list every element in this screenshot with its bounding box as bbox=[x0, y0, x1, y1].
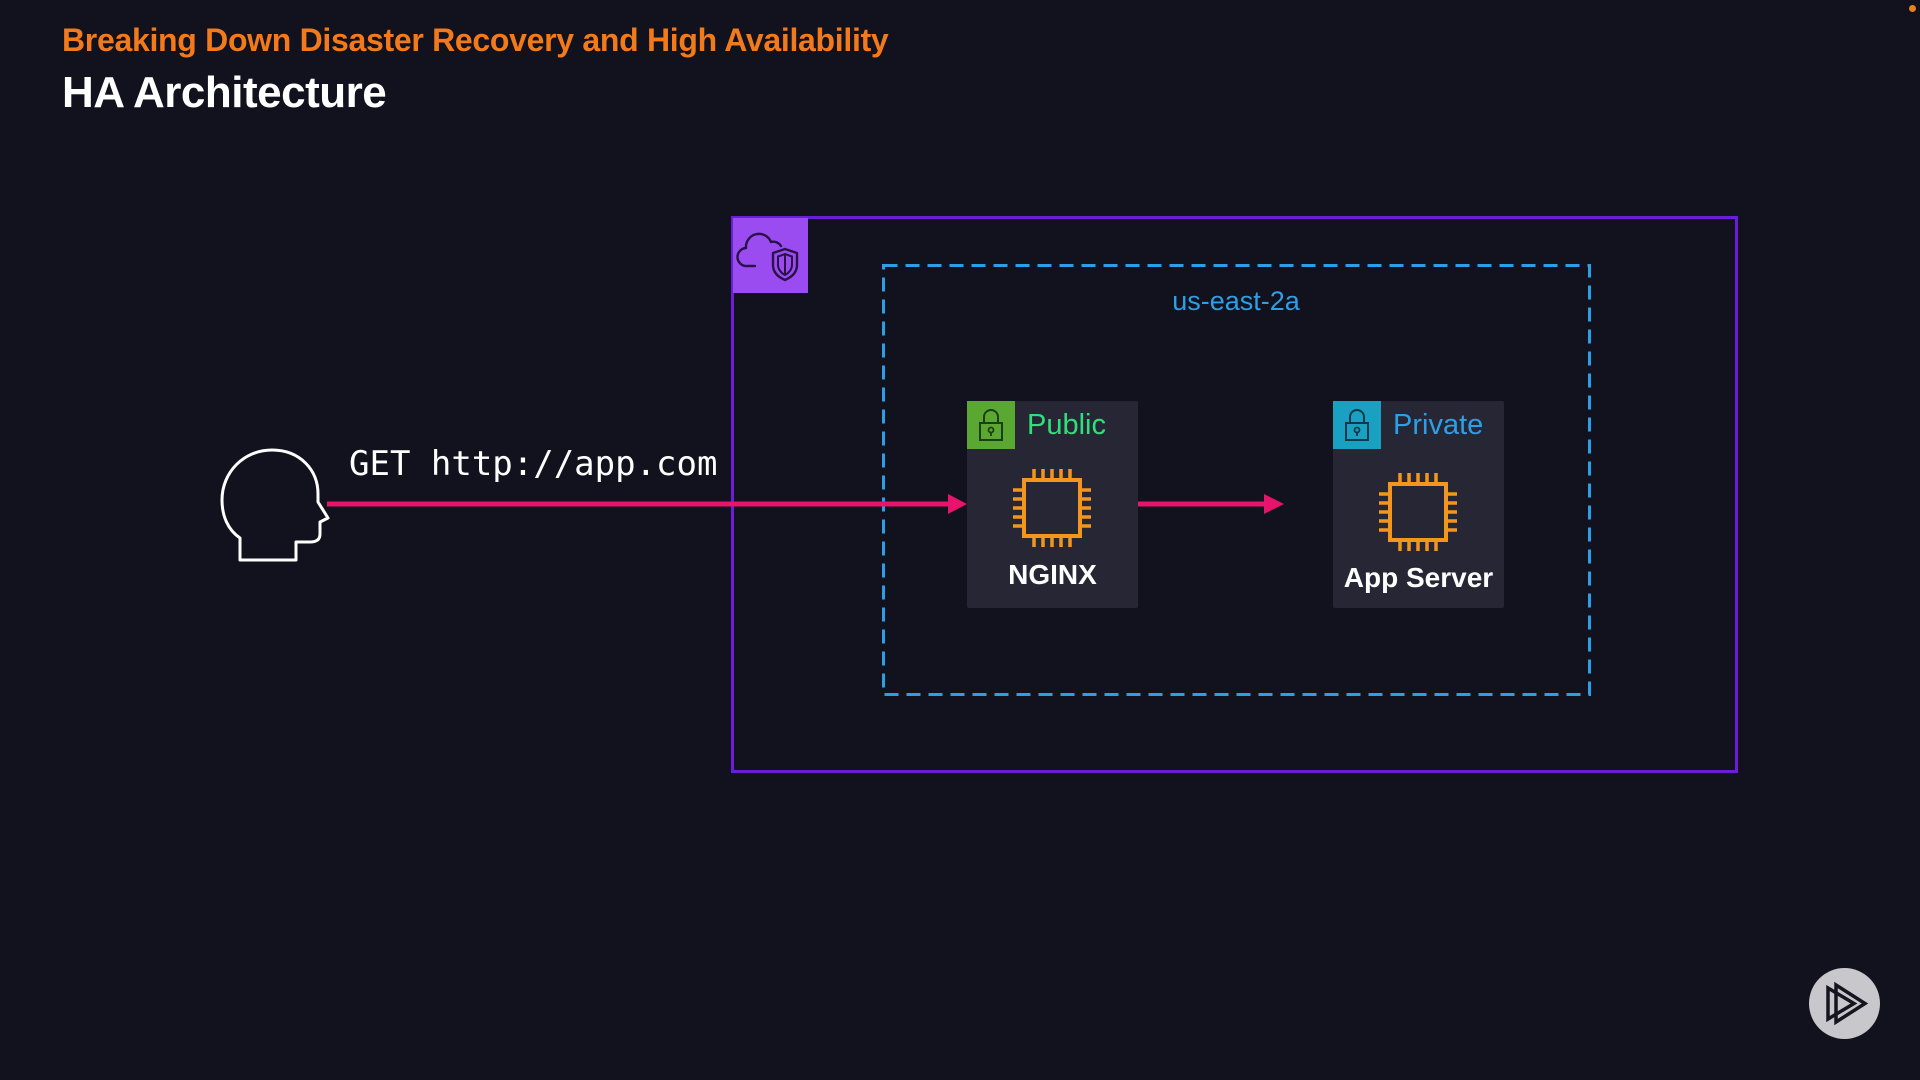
private-subnet-card: Private App Server bbox=[1333, 401, 1504, 608]
vpc-container bbox=[731, 216, 1738, 773]
http-request-label: GET http://app.com bbox=[349, 444, 718, 484]
slide-title: HA Architecture bbox=[62, 68, 387, 117]
cloud-shield-icon bbox=[733, 218, 808, 293]
status-dot bbox=[1909, 5, 1916, 12]
subnet-tag-public: Public bbox=[1027, 409, 1106, 441]
ec2-chip-icon bbox=[1013, 469, 1091, 547]
instance-name-app-server: App Server bbox=[1343, 562, 1494, 593]
user-head-icon bbox=[220, 448, 330, 562]
availability-zone-box bbox=[882, 264, 1591, 696]
ec2-chip-icon bbox=[1379, 473, 1457, 551]
availability-zone-label: us-east-2a bbox=[1172, 286, 1300, 316]
public-subnet-card: Public NGINX bbox=[967, 401, 1138, 608]
play-logo-icon bbox=[1809, 968, 1880, 1039]
lock-icon bbox=[967, 401, 1015, 449]
lock-icon bbox=[1333, 401, 1381, 449]
instance-name-nginx: NGINX bbox=[1008, 559, 1097, 590]
subnet-tag-private: Private bbox=[1393, 409, 1484, 441]
course-subtitle: Breaking Down Disaster Recovery and High… bbox=[62, 22, 889, 58]
